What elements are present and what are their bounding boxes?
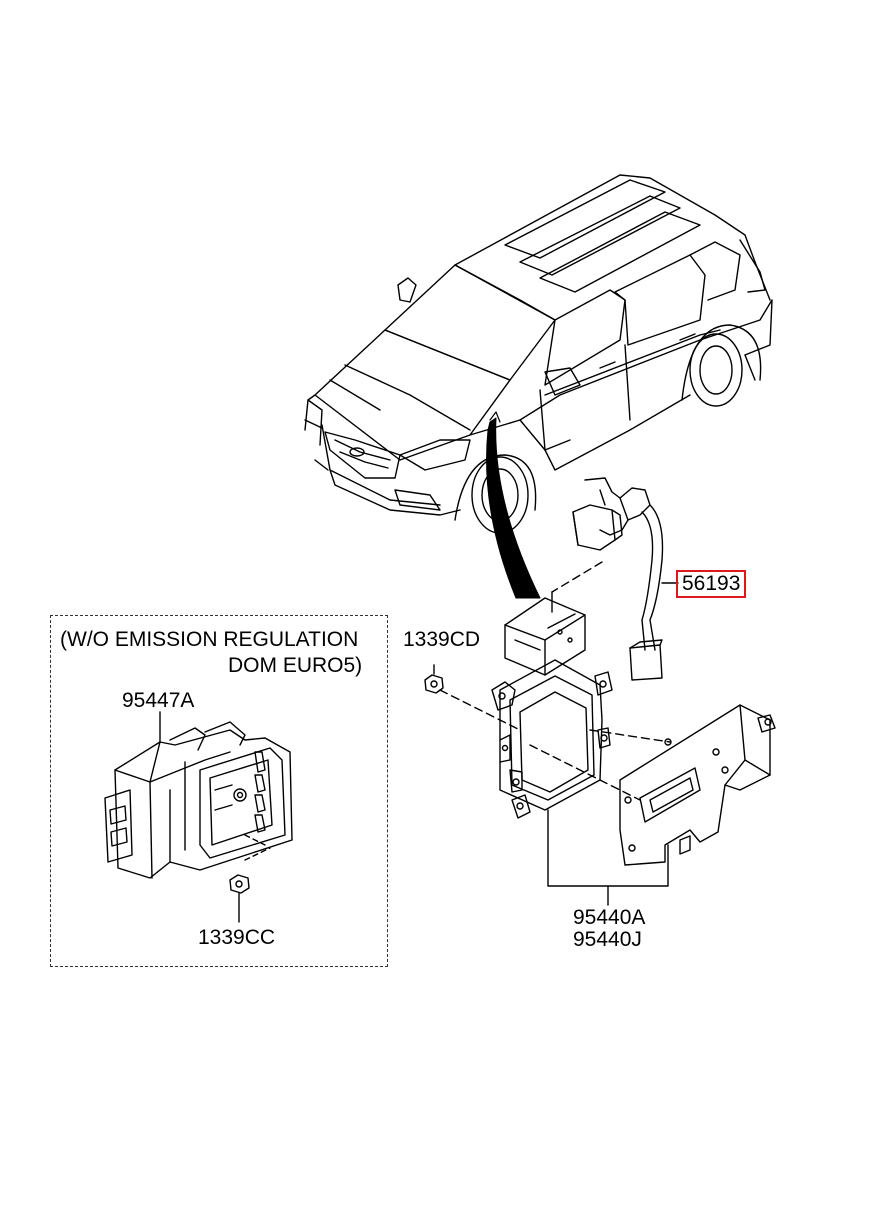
mounting-bracket: [619, 704, 776, 866]
location-pointer-arrow: [486, 417, 541, 599]
vehicle-illustration: [304, 174, 773, 534]
inset-note-line1: (W/O EMISSION REGULATION: [60, 628, 359, 651]
part-label-95447a[interactable]: 95447A: [122, 689, 195, 712]
nut-1339cd-part: [424, 674, 444, 694]
module-95447a-part: [104, 721, 293, 879]
inset-variant-frame: [50, 615, 388, 967]
sensor-cable-part: [572, 477, 664, 681]
part-label-95440a[interactable]: 95440A: [573, 906, 646, 929]
part-label-56193-highlighted[interactable]: 56193: [676, 570, 747, 598]
nut-1339cc-part: [229, 874, 250, 894]
ecu-part: [491, 597, 613, 819]
inset-note-line2: DOM EURO5): [228, 654, 363, 677]
part-label-1339cc[interactable]: 1339CC: [198, 926, 276, 949]
part-label-95440j[interactable]: 95440J: [573, 928, 642, 951]
part-label-1339cd[interactable]: 1339CD: [403, 628, 481, 651]
